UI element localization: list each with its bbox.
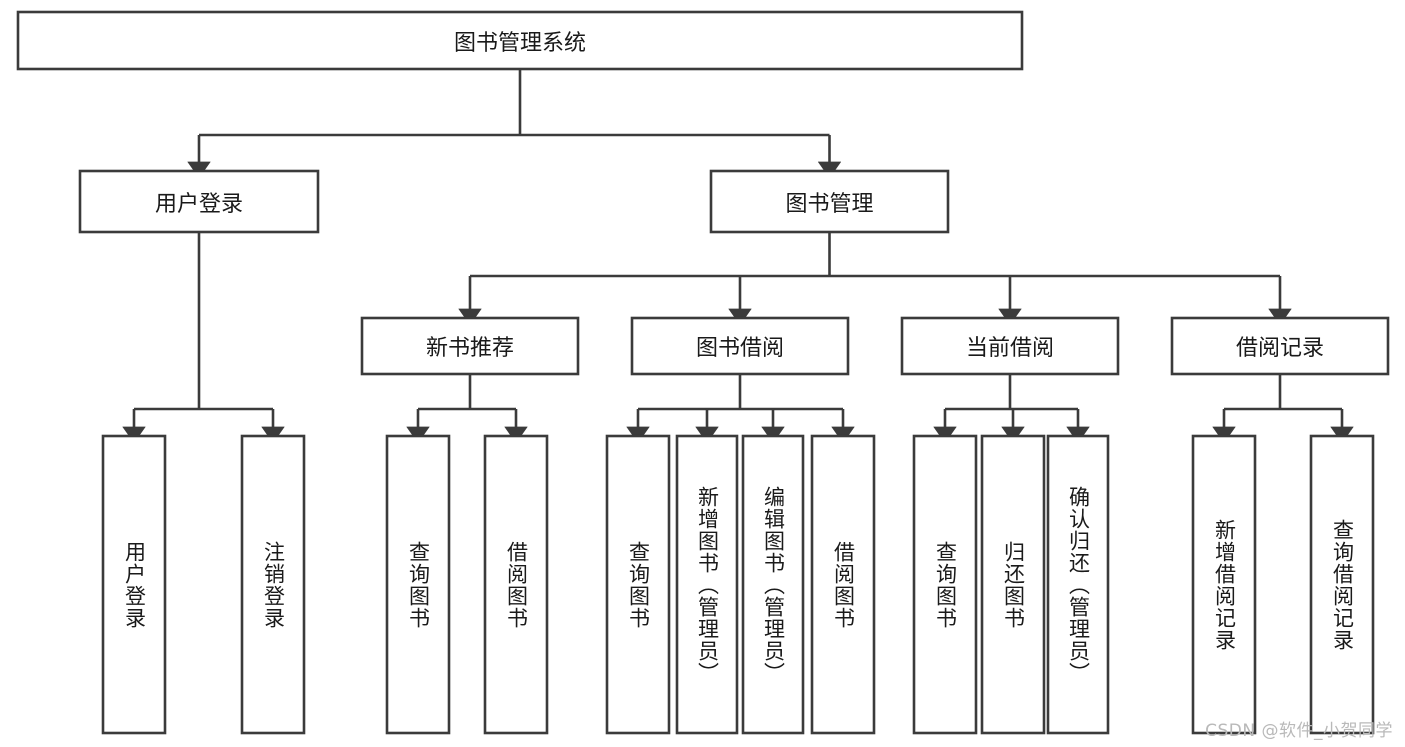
- node-layer: [16, 10, 1390, 735]
- node-box-leaf-edit-book-admin[interactable]: [741, 434, 805, 735]
- node-box-new-book-recommend[interactable]: [360, 316, 580, 376]
- node-box-leaf-query-book-borrow[interactable]: [605, 434, 671, 735]
- node-box-leaf-logout-login[interactable]: [240, 434, 306, 735]
- node-box-leaf-borrow-book-recommend[interactable]: [483, 434, 549, 735]
- node-box-leaf-user-login[interactable]: [101, 434, 167, 735]
- node-box-leaf-return-book[interactable]: [980, 434, 1046, 735]
- node-box-borrow-record[interactable]: [1170, 316, 1390, 376]
- node-box-leaf-add-book-admin[interactable]: [675, 434, 739, 735]
- node-box-leaf-confirm-return-admin[interactable]: [1046, 434, 1110, 735]
- node-box-book-manage[interactable]: [709, 169, 950, 234]
- node-box-root[interactable]: [16, 10, 1024, 71]
- node-box-user-login[interactable]: [78, 169, 320, 234]
- node-box-leaf-borrow-book[interactable]: [810, 434, 876, 735]
- node-box-leaf-query-book-current[interactable]: [912, 434, 978, 735]
- connector-layer: [122, 69, 1354, 444]
- node-box-current-borrow[interactable]: [900, 316, 1120, 376]
- node-box-leaf-query-borrow-record[interactable]: [1309, 434, 1375, 735]
- node-box-book-borrow[interactable]: [630, 316, 850, 376]
- node-box-leaf-query-book-recommend[interactable]: [385, 434, 451, 735]
- node-box-leaf-add-borrow-record[interactable]: [1191, 434, 1257, 735]
